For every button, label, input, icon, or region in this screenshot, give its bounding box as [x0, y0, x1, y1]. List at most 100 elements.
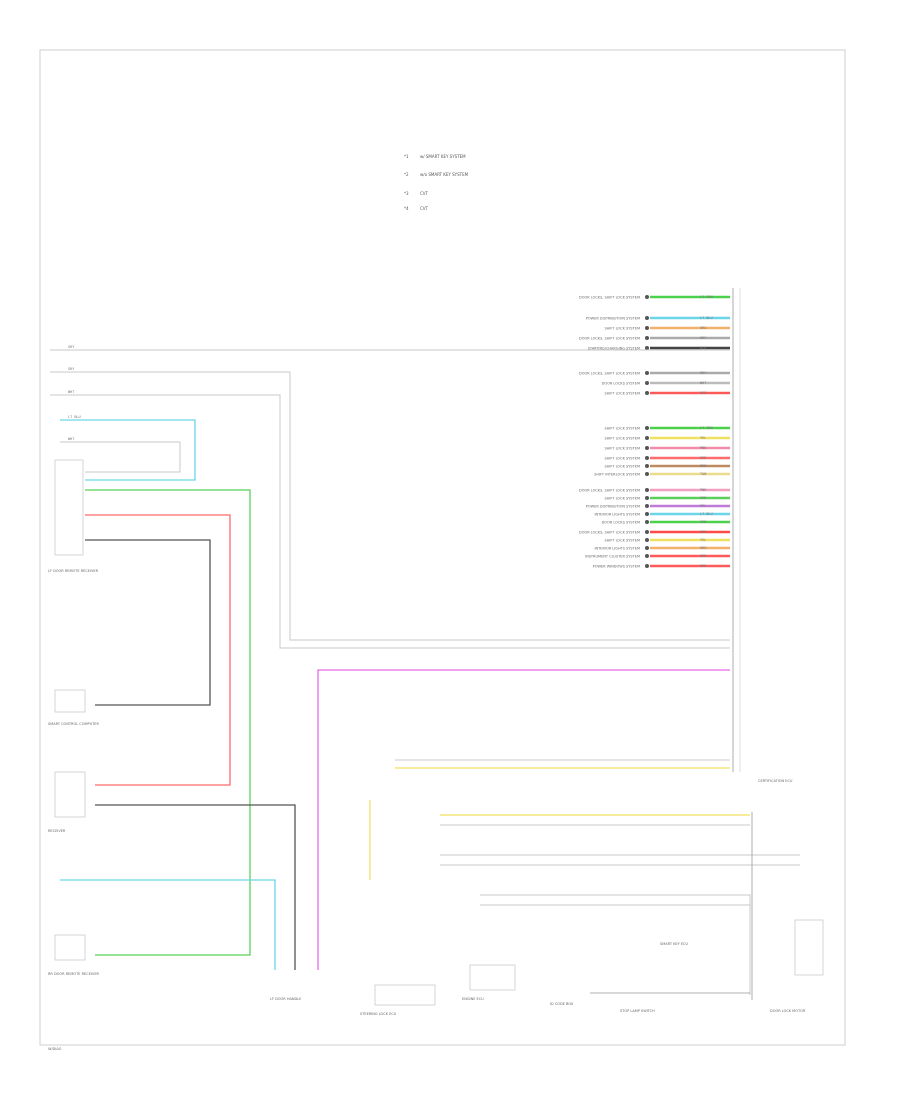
left-bot-component: RR DOOR REMOTE RECEIVER [48, 972, 100, 976]
bottom-comp-3: ENGINE ECU [462, 997, 484, 1001]
system-label: POWER WINDOWS SYSTEM [593, 565, 640, 569]
wire-color-label: LT BLU [700, 316, 713, 320]
wire-color-label: YEL [700, 436, 706, 440]
wire-color-label: WHT [700, 381, 707, 385]
bottom-comp-5: SMART KEY ECU [660, 942, 688, 946]
wire-color-label: TAN [700, 472, 706, 476]
splice-dot [645, 520, 649, 524]
system-label: SHIFT LOCK SYSTEM [605, 539, 640, 543]
legend-marker-3: *3 [404, 191, 409, 196]
wire-color-label: ORG [700, 546, 706, 550]
wire-color-label: RED [700, 391, 706, 395]
system-label: INTERIOR LIGHTS SYSTEM [594, 513, 640, 517]
system-label: SHIFT LOCK SYSTEM [605, 465, 640, 469]
splice-dot [645, 381, 649, 385]
splice-dot [645, 295, 649, 299]
legend-marker-4: *4 [404, 206, 409, 211]
system-label: SHIFT INTERLOCK SYSTEM [594, 473, 640, 477]
system-label: DOOR LOCKS, SHIFT LOCK SYSTEM [579, 372, 640, 376]
splice-dot [645, 346, 649, 350]
splice-dot [645, 391, 649, 395]
bottom-comp-4: ID CODE BOX [550, 1002, 574, 1006]
wire-color-label: PNK [700, 446, 707, 450]
left-mid2-component: RECEIVER [48, 829, 66, 833]
system-label: POWER DISTRIBUTION SYSTEM [586, 317, 640, 321]
bottom-comp-2: STEERING LOCK ECU [360, 1012, 397, 1016]
system-label: SHIFT LOCK SYSTEM [605, 497, 640, 501]
splice-dot [645, 472, 649, 476]
legend-marker-1: *1 [404, 154, 409, 159]
system-label: DOOR LOCKS SYSTEM [602, 382, 640, 386]
bottom-comp-6: STOP LAMP SWITCH [620, 1009, 655, 1013]
bottom-comp-7: DOOR LOCK MOTOR [770, 1009, 806, 1013]
wire-color-label: LT GRN [700, 295, 713, 299]
wire-color-label: GRN [700, 520, 706, 524]
splice-dot [645, 538, 649, 542]
wire-color-label: BLK [700, 346, 707, 350]
left-mid-component: SMART CONTROL COMPUTER [48, 722, 100, 726]
wire-color-label: YEL [700, 538, 706, 542]
splice-dot [645, 546, 649, 550]
system-label: STARTING/CHARGING SYSTEM [588, 347, 640, 351]
system-label: DOOR LOCKS, SHIFT LOCK SYSTEM [579, 489, 640, 493]
splice-dot [645, 464, 649, 468]
left-wire-2: GRY [68, 367, 75, 371]
splice-dot [645, 564, 649, 568]
wire-color-label: RED [700, 564, 706, 568]
wire-color-label: BRN [700, 464, 706, 468]
left-wire-4: LT BLU [68, 415, 81, 419]
left-wire-labels: GRY GRY WHT LT BLU WHT [68, 345, 81, 441]
left-wire-5: WHT [68, 437, 75, 441]
bottom-components: LF DOOR HANDLE STEERING LOCK ECU ENGINE … [270, 919, 824, 1016]
wire-color-label: RED [700, 456, 706, 460]
right-wire-group: DOOR LOCKS, SHIFT LOCK SYSTEM LT GRN POWER… [579, 295, 730, 569]
legend-text-1: w/ SMART KEY SYSTEM [420, 154, 466, 159]
main-ecu-label: CERTIFICATION ECU [758, 779, 793, 783]
wire-color-label: LT GRN [700, 426, 713, 430]
splice-dot [645, 326, 649, 330]
legend-text-2: w/o SMART KEY SYSTEM [420, 172, 469, 177]
legend-text-3: CVT [420, 191, 429, 196]
system-label: SHIFT LOCK SYSTEM [605, 437, 640, 441]
splice-dot [645, 496, 649, 500]
wire-color-label: ORG [700, 326, 706, 330]
left-connectors: LF DOOR REMOTE RECEIVER SMART CONTROL CO… [48, 459, 100, 976]
splice-dot [645, 504, 649, 508]
system-label: INTERIOR LIGHTS SYSTEM [594, 547, 640, 551]
system-label: DOOR LOCKS, SHIFT LOCK SYSTEM [579, 337, 640, 341]
splice-dot [645, 554, 649, 558]
footer-code: W/DIAG [48, 1047, 62, 1051]
main-ecu-connector: CERTIFICATION ECU [732, 288, 793, 783]
wire-color-label: GRY [700, 336, 707, 340]
legend-marker-2: *2 [404, 172, 409, 177]
splice-dot [645, 512, 649, 516]
left-wire-3: WHT [68, 390, 75, 394]
wire-color-label: GRN [700, 496, 706, 500]
system-label: DOOR LOCKS, SHIFT LOCK SYSTEM [579, 531, 640, 535]
left-top-component: LF DOOR REMOTE RECEIVER [48, 569, 99, 573]
system-label: SHIFT LOCK SYSTEM [605, 457, 640, 461]
splice-dot [645, 530, 649, 534]
splice-dot [645, 456, 649, 460]
system-label: POWER DISTRIBUTION SYSTEM [586, 505, 640, 509]
system-label: INSTRUMENT CLUSTER SYSTEM [585, 555, 640, 559]
long-runs [50, 349, 800, 1000]
system-label: SHIFT LOCK SYSTEM [605, 447, 640, 451]
wire-color-label: PPL [700, 504, 706, 508]
wire-color-label: RED [700, 554, 706, 558]
legend: *1 w/ SMART KEY SYSTEM *2 w/o SMART KEY … [404, 154, 469, 211]
splice-dot [645, 488, 649, 492]
system-label: DOOR LOCKS SYSTEM [602, 521, 640, 525]
splice-dot [645, 426, 649, 430]
splice-dot [645, 336, 649, 340]
system-label: SHIFT LOCK SYSTEM [605, 327, 640, 331]
system-label: DOOR LOCKS, SHIFT LOCK SYSTEM [579, 296, 640, 300]
bottom-comp-1: LF DOOR HANDLE [270, 997, 301, 1001]
splice-dot [645, 436, 649, 440]
wire-color-label: RED [700, 530, 706, 534]
wire-color-label: GRY [700, 371, 707, 375]
splice-dot [645, 316, 649, 320]
wire-color-label: LT BLU [700, 512, 713, 516]
left-wire-1: GRY [68, 345, 75, 349]
